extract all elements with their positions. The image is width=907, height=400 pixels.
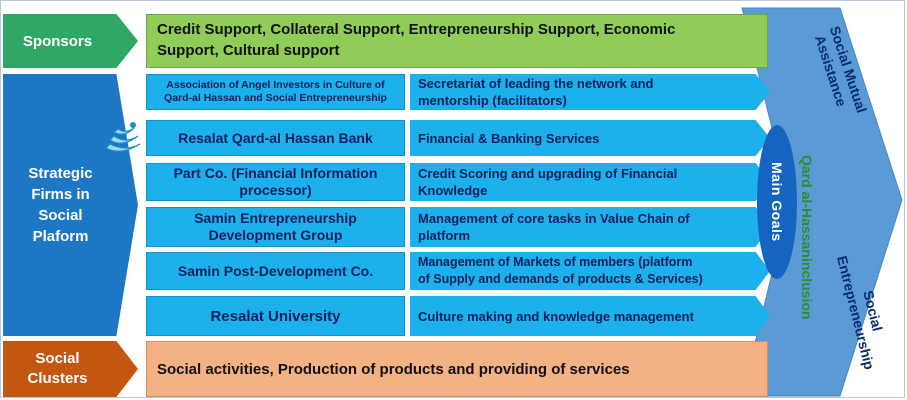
firm-text: Development Group [208,227,343,243]
firm-text: Resalat Qard-al Hassan Bank [178,129,373,146]
firm-text: Part Co. (Financial Information [173,165,378,181]
goal-social-entrepreneurship: Social Entrepreneurship [796,240,906,390]
sponsors-label: Sponsors [3,14,138,68]
firm-box-samin-post-development: Samin Post-Development Co. [146,252,405,290]
function-text: Knowledge [418,183,488,198]
function-box-secretariat: Secretariat of leading the network and m… [410,74,770,110]
function-text: Culture making and knowledge management [418,308,694,324]
goal-qard-line-2: Hassan [799,207,815,258]
function-text: Credit Scoring and upgrading of Financia… [418,166,678,181]
strategic-line-4: Plaform [32,228,89,245]
goal-qard-al-hassan-inclusion: Qard al- Hassan inclusion [798,155,858,319]
function-text: platform [418,228,470,243]
function-box-culture: Culture making and knowledge management [410,296,770,336]
clusters-line-2: Clusters [27,370,88,387]
sponsors-support-line-2: Support, Cultural support [157,42,340,59]
function-text: Secretariat of leading the network and [418,76,654,91]
function-text: mentorship (facilitators) [418,93,567,108]
function-box-financial-banking: Financial & Banking Services [410,120,770,156]
sponsors-support-line-1: Credit Support, Collateral Support, Entr… [157,21,676,38]
strategic-line-1: Strategic [28,165,93,182]
goal-qard-line-3: inclusion [799,257,815,320]
social-activities-box: Social activities, Production of product… [146,341,768,397]
function-text: of Supply and demands of products & Serv… [418,272,703,286]
firm-box-part-co: Part Co. (Financial Information processo… [146,163,405,201]
goal-qard-line-1: Qard al- [799,155,815,208]
function-text: Financial & Banking Services [418,130,600,146]
function-box-credit-scoring: Credit Scoring and upgrading of Financia… [410,163,770,201]
sponsors-support-box: Credit Support, Collateral Support, Entr… [146,14,768,68]
social-activities-text: Social activities, Production of product… [157,360,630,378]
function-text: Management of Markets of members (platfo… [418,255,693,269]
firm-text: Association of Angel Investors in Cultur… [166,79,385,91]
social-clusters-label: Social Clusters [3,341,138,397]
main-goals-text: Main Goals [769,162,785,242]
function-box-value-chain: Management of core tasks in Value Chain … [410,207,770,247]
firm-text: processor) [239,182,312,198]
function-box-markets: Management of Markets of members (platfo… [410,252,770,290]
goal-social-mutual-assistance: Social Mutual Assistance [796,24,906,120]
firm-box-angel-investors: Association of Angel Investors in Cultur… [146,74,405,110]
strategic-line-2: Firms in [31,186,90,203]
firm-text: Resalat University [210,307,341,325]
firm-text: Qard-al Hassan and Social Entrepreneursh… [164,92,387,104]
firm-box-resalat-university: Resalat University [146,296,405,336]
firm-text: Samin Post-Development Co. [177,262,374,279]
main-goals-ellipse: Main Goals [757,125,797,279]
clusters-line-1: Social [35,350,80,367]
firm-box-samin-entrepreneurship: Samin Entrepreneurship Development Group [146,207,405,247]
strategic-firms-label: Strategic Firms in Social Plaform [3,74,138,336]
sponsors-text: Sponsors [22,32,93,50]
firm-box-resalat-bank: Resalat Qard-al Hassan Bank [146,120,405,156]
strategic-line-3: Social [38,207,83,224]
firm-text: Samin Entrepreneurship [194,210,357,226]
logo-icon [105,122,141,152]
function-text: Management of core tasks in Value Chain … [418,211,690,226]
